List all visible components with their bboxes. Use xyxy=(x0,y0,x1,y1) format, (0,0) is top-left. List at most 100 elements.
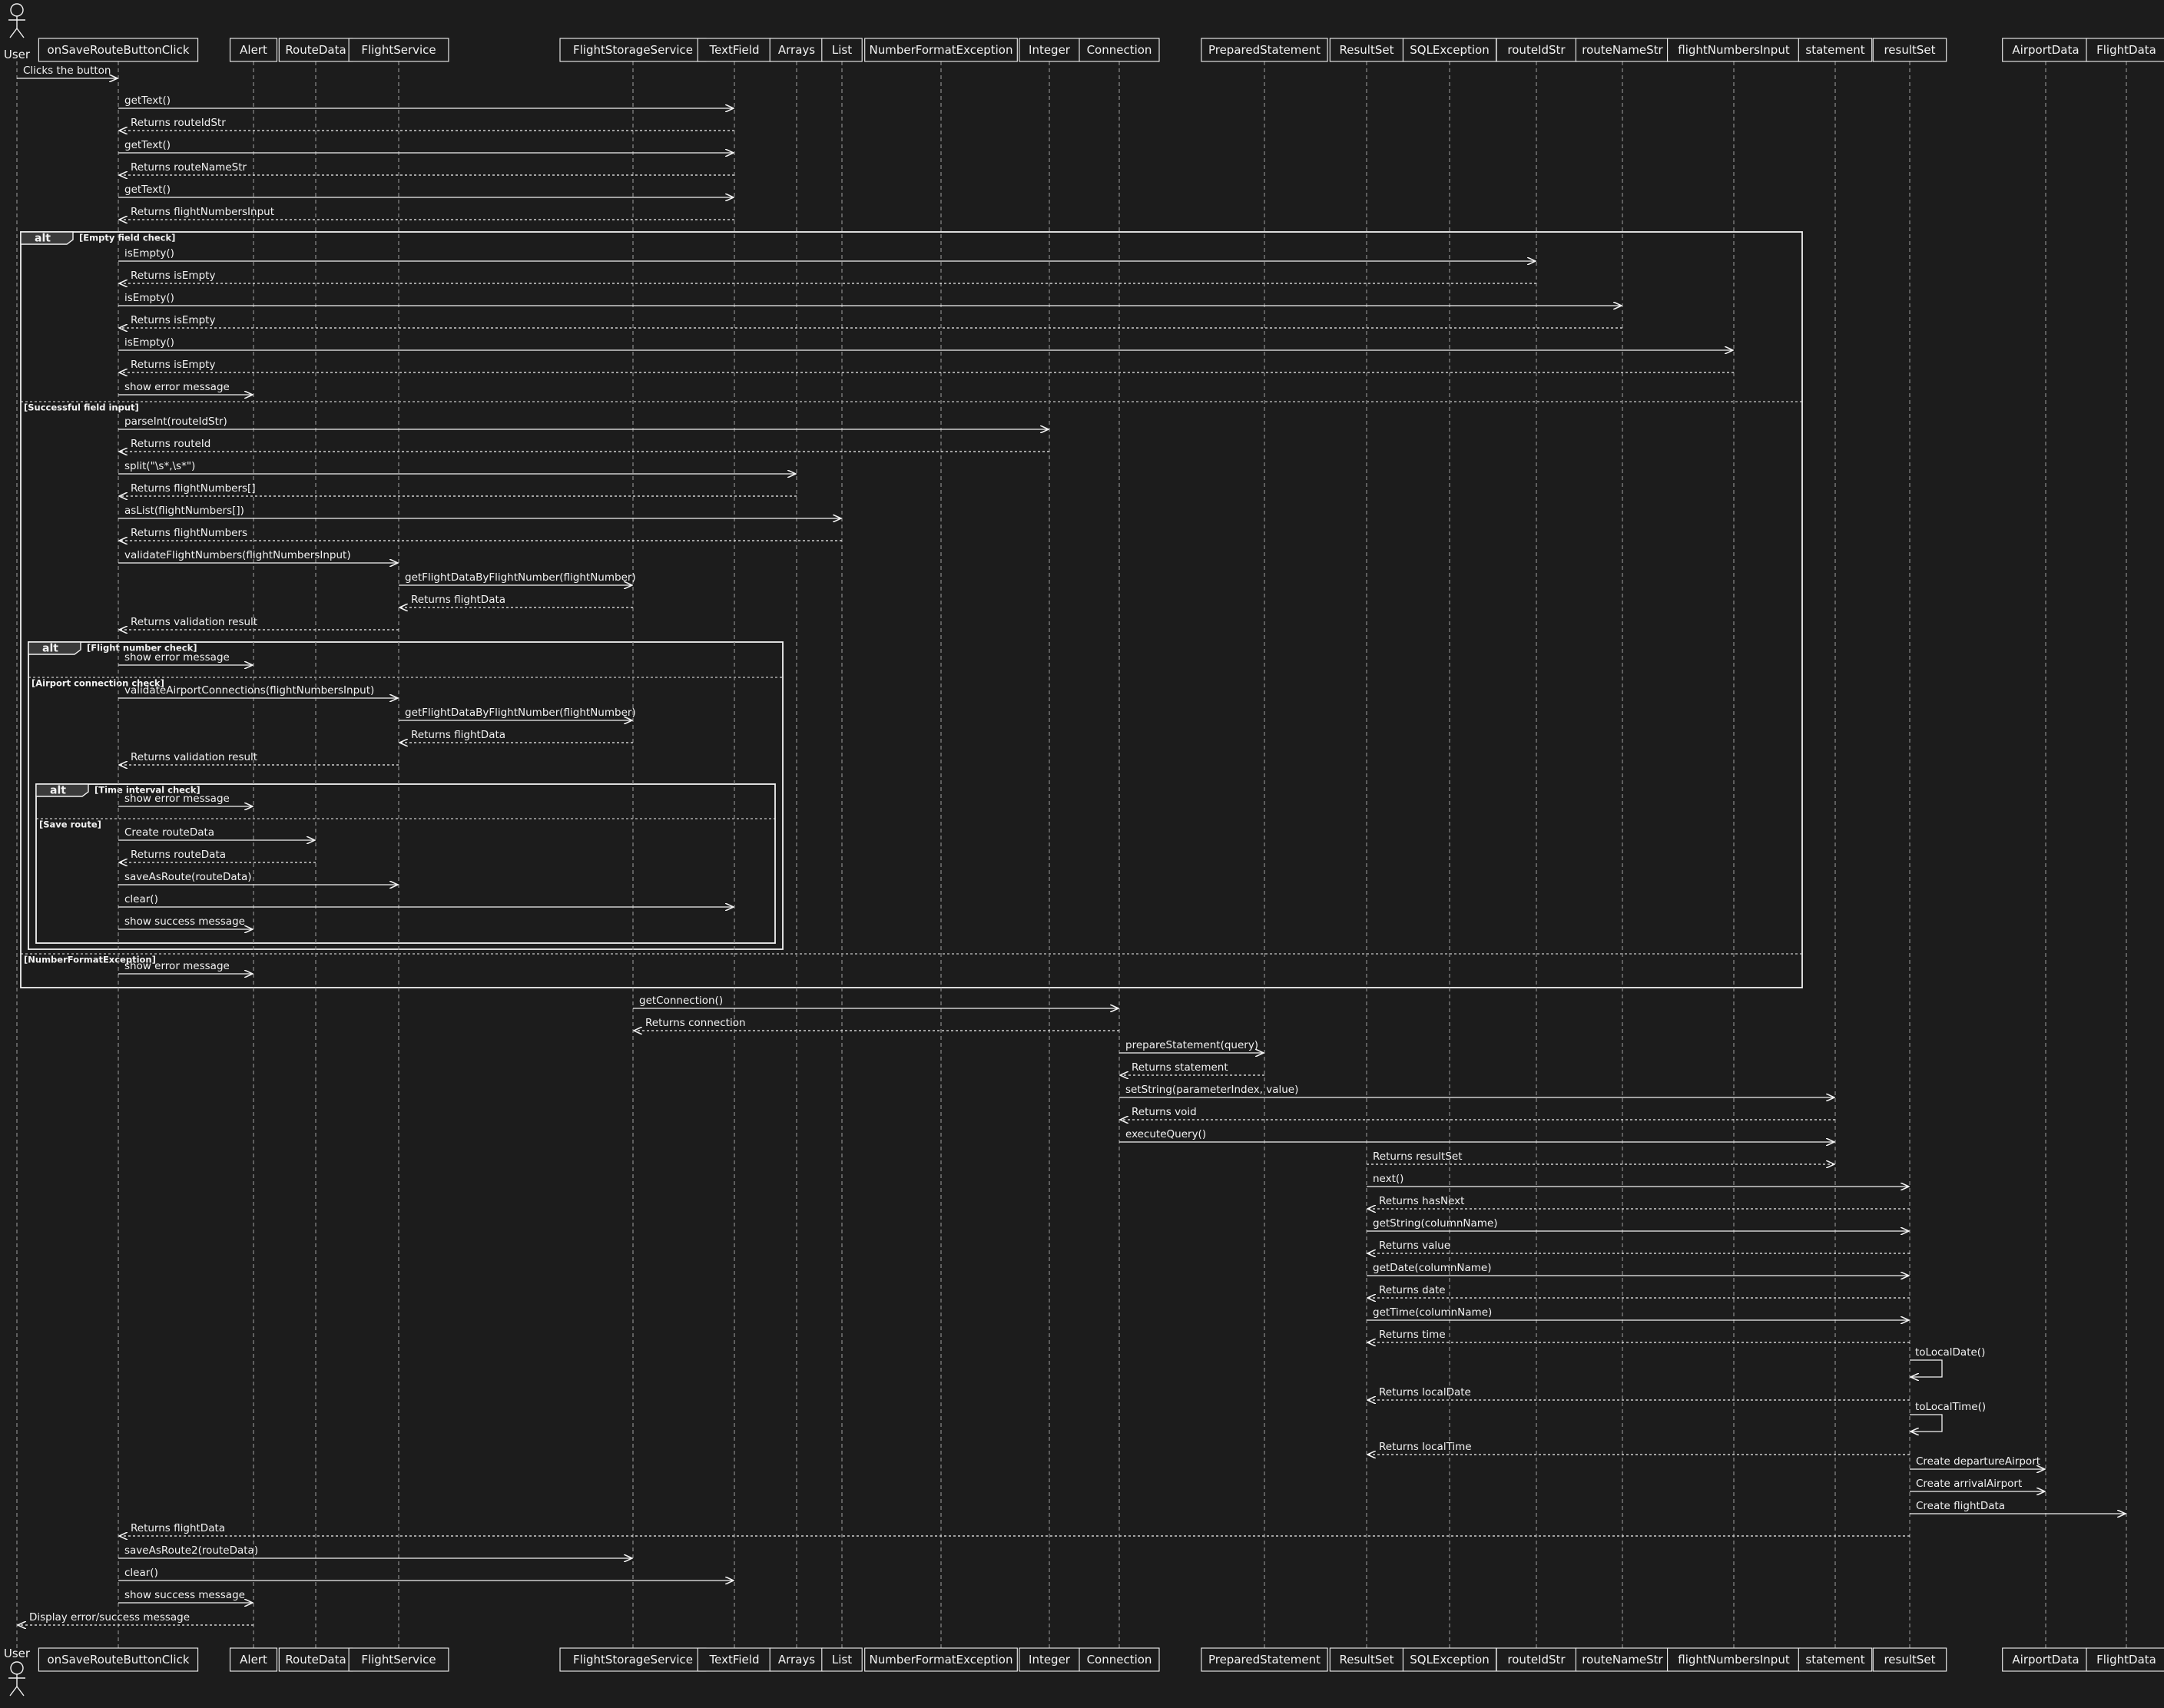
participant-label-top: RouteData xyxy=(285,43,346,57)
participant-box-top xyxy=(864,38,1018,62)
participants-layer: UserUseronSaveRouteButtonClickonSaveRout… xyxy=(4,3,2164,1696)
message-returns-hasnext: Returns hasNext xyxy=(1367,1195,1910,1209)
participant-label-bottom: Integer xyxy=(1029,1653,1071,1667)
message-label: isEmpty() xyxy=(124,336,174,349)
participant-label-bottom: Alert xyxy=(240,1653,267,1667)
participant-box-top xyxy=(1019,38,1080,62)
message-returns-statement: Returns statement xyxy=(1120,1061,1264,1075)
fragment-keyword: alt xyxy=(35,233,51,245)
message-label: Returns flightData xyxy=(411,729,505,741)
fragment-guard: [Empty field check] xyxy=(79,233,175,243)
message-returns-routedata: Returns routeData xyxy=(119,849,316,862)
message-show-success-message: show success message xyxy=(118,1589,253,1603)
fragment-guard: [Airport connection check] xyxy=(31,678,164,689)
participant-box-bottom xyxy=(697,1647,772,1672)
participant-box-bottom xyxy=(278,1647,353,1672)
participant-box-bottom xyxy=(1079,1647,1160,1672)
participant-box-bottom xyxy=(1201,1647,1328,1672)
participant-box-bottom xyxy=(1019,1647,1080,1672)
message-label: show success message xyxy=(124,915,245,928)
fragment-guard: [Save route] xyxy=(39,819,101,830)
message-returns-void: Returns void xyxy=(1120,1106,1835,1120)
message-getconnection: getConnection() xyxy=(633,995,1118,1008)
participant-label-top: Connection xyxy=(1087,43,1152,57)
message-gettime-columnname: getTime(columnName) xyxy=(1367,1306,1909,1320)
message-label: isEmpty() xyxy=(124,247,174,260)
participant-label-top: PreparedStatement xyxy=(1208,43,1321,57)
message-isempty: isEmpty() xyxy=(118,336,1733,350)
participant-box-bottom xyxy=(348,1647,449,1672)
message-returns-localtime: Returns localTime xyxy=(1367,1441,1910,1455)
message-next: next() xyxy=(1367,1173,1909,1187)
message-label: getText() xyxy=(124,94,171,107)
participant-label-bottom: onSaveRouteButtonClick xyxy=(47,1653,189,1667)
message-returns-flightdata: Returns flightData xyxy=(399,729,633,743)
participant-label-bottom: User xyxy=(4,1647,31,1660)
message-label: Returns hasNext xyxy=(1379,1195,1464,1207)
message-label: clear() xyxy=(124,893,158,905)
participant-label-bottom: List xyxy=(832,1653,852,1667)
message-label: clear() xyxy=(124,1567,158,1579)
message-getflightdatabyflightnumber-flightnumber: getFlightDataByFlightNumber(flightNumber… xyxy=(399,707,636,720)
message-label: show error message xyxy=(124,651,230,664)
fragment-keyword: alt xyxy=(42,643,58,655)
participant-label-bottom: AirportData xyxy=(2012,1653,2079,1667)
lifelines-layer xyxy=(16,61,2127,1648)
message-label: show error message xyxy=(124,381,230,393)
message-clicks-the-button: Clicks the button xyxy=(17,65,118,78)
participant-label-top: Arrays xyxy=(778,43,815,57)
participant-box-top xyxy=(1798,38,1873,62)
fragment-keyword: alt xyxy=(50,785,66,797)
message-parseint-routeidstr: parseInt(routeIdStr) xyxy=(118,415,1049,429)
participant-label-top: flightNumbersInput xyxy=(1678,43,1790,57)
message-label: Returns statement xyxy=(1132,1061,1228,1074)
message-returns-connection: Returns connection xyxy=(634,1017,1119,1031)
participant-box-top xyxy=(1402,38,1497,62)
participant-box-bottom xyxy=(1798,1647,1873,1672)
alt-fragment: alt[Flight number check][Airport connect… xyxy=(28,641,784,950)
participant-label-top: SQLException xyxy=(1410,43,1490,57)
message-label: Display error/success message xyxy=(29,1611,190,1624)
message-label: Returns value xyxy=(1379,1240,1450,1252)
message-label: getTime(columnName) xyxy=(1373,1306,1492,1319)
message-label: Returns void xyxy=(1132,1106,1197,1118)
participant-label-top: TextField xyxy=(709,43,760,57)
message-gettext: getText() xyxy=(118,94,734,108)
message-clear: clear() xyxy=(118,893,734,907)
message-label: Returns flightNumbersInput xyxy=(131,206,274,218)
message-label: Returns time xyxy=(1379,1329,1446,1341)
message-label: getDate(columnName) xyxy=(1373,1262,1492,1274)
participant-box-top xyxy=(38,38,199,62)
message-returns-time: Returns time xyxy=(1367,1329,1910,1342)
message-label: Returns routeId xyxy=(131,438,210,450)
participant-box-bottom xyxy=(2002,1647,2089,1672)
participant-label-top: ResultSet xyxy=(1340,43,1394,57)
message-saveasroute-routedata: saveAsRoute(routeData) xyxy=(118,871,398,885)
message-label: validateFlightNumbers(flightNumbersInput… xyxy=(124,549,351,561)
message-label: show error message xyxy=(124,960,230,972)
message-tolocaltime: toLocalTime() xyxy=(1910,1401,1986,1432)
participant-label-top: statement xyxy=(1805,43,1864,57)
message-returns-flightnumbersinput: Returns flightNumbersInput xyxy=(119,206,734,220)
message-getflightdatabyflightnumber-flightnumber: getFlightDataByFlightNumber(flightNumber… xyxy=(399,571,636,585)
message-create-routedata: Create routeData xyxy=(118,826,315,840)
message-label: split("\s*,\s*") xyxy=(124,460,195,472)
fragment-tab xyxy=(20,231,74,245)
message-label: toLocalDate() xyxy=(1915,1346,1985,1359)
message-label: Returns flightData xyxy=(131,1522,225,1534)
message-label: Returns flightNumbers xyxy=(131,527,247,539)
message-label: Returns validation result xyxy=(131,616,257,628)
fragment-guard: [Time interval check] xyxy=(94,785,200,796)
participant-box-bottom xyxy=(2086,1647,2164,1672)
message-label: executeQuery() xyxy=(1125,1128,1206,1140)
message-label: Returns localTime xyxy=(1379,1441,1472,1453)
message-label: Returns connection xyxy=(645,1017,746,1029)
message-validateflightnumbers-flightnumbersinput: validateFlightNumbers(flightNumbersInput… xyxy=(118,549,398,563)
participant-box-top xyxy=(769,38,824,62)
participant-box-top xyxy=(1079,38,1160,62)
participant-box-bottom xyxy=(38,1647,199,1672)
message-label: Returns date xyxy=(1379,1284,1446,1296)
message-label: saveAsRoute2(routeData) xyxy=(124,1544,258,1557)
message-show-error-message: show error message xyxy=(118,960,253,974)
